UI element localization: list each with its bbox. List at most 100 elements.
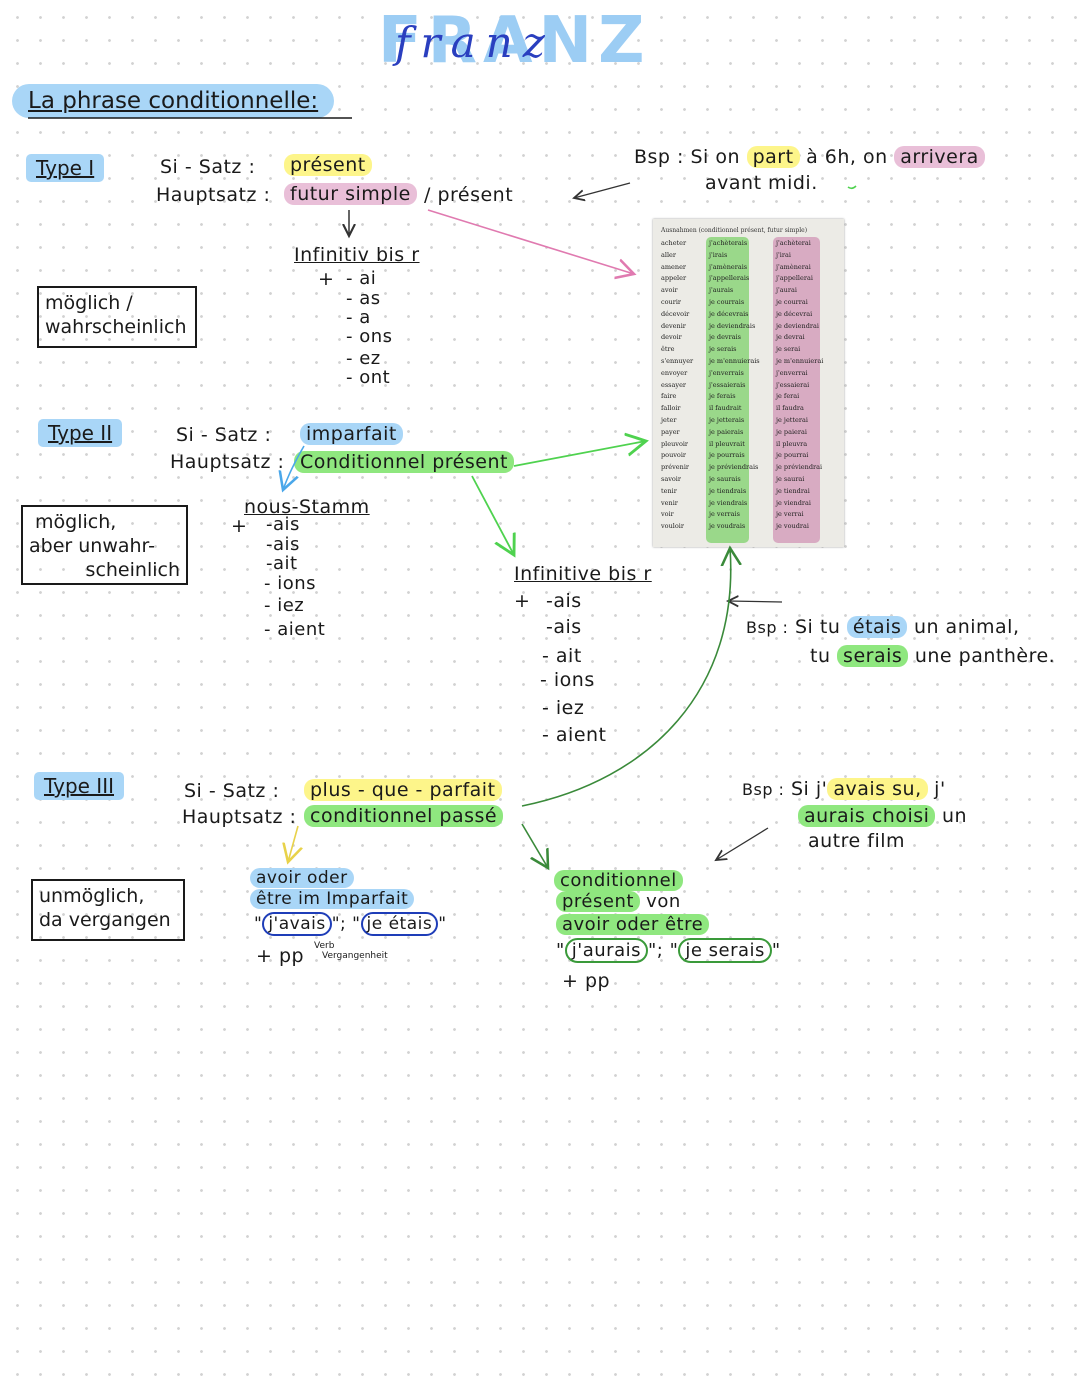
exceptions-table-cell: pleuvoir	[661, 439, 689, 448]
type-1-ending: - a	[346, 307, 371, 328]
exceptions-table-cell: je m'ennuierais	[709, 357, 760, 365]
type-3-box-line: da vergangen	[39, 909, 171, 931]
conditionnel-column-highlight	[706, 237, 749, 543]
exceptions-table-cell: aller	[661, 250, 676, 259]
exceptions-table-cell: je viendrais	[709, 498, 748, 507]
exceptions-table-cell: j'achèterai	[776, 239, 811, 247]
exceptions-table-cell: j'enverrais	[709, 368, 744, 377]
green-arrow-infinitive	[471, 475, 514, 555]
exceptions-table-cell: devenir	[661, 321, 686, 330]
type-2-ending-2: -ais	[546, 590, 582, 612]
type-1-example-line2: avant midi.	[705, 172, 818, 194]
exceptions-table-cell: je deviendrai	[776, 321, 819, 330]
exceptions-table-cell: je ferai	[776, 392, 800, 401]
type-3-left-note2: Vergangenheit	[322, 951, 388, 961]
type-2-ending: - aient	[264, 619, 326, 640]
type-1-ending: - ont	[346, 367, 391, 388]
type-3-left-line1: avoir oder	[250, 868, 354, 888]
exceptions-table-cell: je décevrais	[709, 309, 749, 318]
exceptions-table-cell: j'amènerai	[776, 262, 811, 271]
type-1-box-line: wahrscheinlich	[45, 316, 187, 338]
type-3-example-arrow	[716, 827, 769, 860]
exceptions-table-cell: je ferais	[709, 392, 736, 401]
type-3-right-pp: + pp	[562, 970, 611, 992]
exceptions-table-cell: voir	[661, 510, 674, 519]
exceptions-table-cell: j'irai	[776, 250, 791, 259]
type-2-ending: - ions	[264, 573, 317, 594]
type-2-si-tense: imparfait	[300, 423, 403, 445]
type-2-example-line2: tu serais une panthère.	[810, 645, 1056, 667]
type-1-ending: - ez	[346, 348, 381, 369]
type-2-stem-2: Infinitive bis r	[514, 563, 652, 585]
type-3-example: Bsp : Si j'avais su, j'	[742, 778, 946, 800]
type-3-example-line2: aurais choisi un	[798, 805, 967, 827]
exceptions-table-cell: il pleuvra	[776, 439, 808, 448]
type-2-box-line: aber unwahr-	[29, 535, 156, 557]
exceptions-table-cell: je tiendrais	[709, 486, 747, 495]
exceptions-table-cell: je jetterai	[776, 416, 808, 424]
type-1-si-tense: présent	[284, 154, 372, 176]
type-2-ending: -ais	[266, 514, 300, 535]
exceptions-table-cell: je voudrais	[709, 522, 746, 531]
exceptions-table-cell: je jetterais	[709, 416, 745, 424]
exceptions-table-cell: je décevrai	[776, 309, 813, 318]
type-2-stem: nous-Stamm	[244, 496, 370, 518]
exceptions-table-cell: je préviendrais	[709, 463, 759, 472]
exceptions-table-cell: payer	[661, 427, 680, 436]
exceptions-table-cell: venir	[661, 498, 678, 507]
exceptions-table-cell: je paierai	[776, 427, 807, 436]
green-arrow-table	[513, 441, 646, 467]
exceptions-table-cell: vouloir	[661, 522, 684, 531]
type-1-example-arrow	[574, 182, 631, 198]
exceptions-table-cell: j'achèterais	[709, 239, 748, 247]
exceptions-table-cell: je serais	[709, 345, 737, 354]
type-1-haupt-alt: / présent	[424, 184, 514, 206]
blue-arrow-stem	[283, 445, 305, 490]
type-1-ending: - as	[346, 288, 381, 309]
exceptions-table-cell: il faudra	[776, 404, 804, 413]
type-1-meaning-box: möglich / wahrscheinlich	[37, 286, 197, 348]
type-3-right-line3: avoir oder être	[556, 914, 710, 935]
exceptions-table-cell: j'enverrai	[776, 368, 808, 377]
exceptions-table-cell: je deviendrais	[709, 321, 756, 330]
exceptions-table-cell: pouvoir	[661, 451, 687, 460]
exceptions-table-cell: essayer	[661, 380, 687, 389]
exceptions-table-cell: prévenir	[661, 463, 690, 472]
exceptions-table-cell: il faudrait	[709, 404, 742, 413]
exceptions-table-cell: j'amènerais	[709, 262, 748, 271]
type-1-stem: Infinitiv bis r	[294, 244, 420, 266]
exceptions-table-cell: je courrais	[709, 298, 745, 306]
type-1-box-line: möglich /	[45, 292, 133, 314]
exceptions-table-cell: j'aurais	[709, 286, 734, 295]
type-2-ending: - iez	[264, 595, 305, 616]
type-2-example-arrow	[728, 601, 783, 602]
exceptions-table-cell: courir	[661, 298, 682, 306]
type-3-haupt-label: Hauptsatz :	[182, 806, 297, 828]
exceptions-table-header: Ausnahmen (conditionnel présent, futur s…	[661, 227, 808, 234]
exceptions-table-photo: Ausnahmen (conditionnel présent, futur s…	[653, 219, 844, 547]
dark-green-curve-arrow	[521, 548, 731, 807]
exceptions-table-cell: j'irais	[709, 250, 728, 259]
exceptions-table-cell: je voudrai	[776, 522, 809, 531]
exceptions-table-cell: je pourrais	[709, 451, 745, 460]
futur-column-highlight	[773, 237, 820, 543]
type-3-left-pp: + pp	[256, 945, 305, 967]
type-3-haupt-tense: conditionnel passé	[304, 805, 504, 827]
exceptions-table-cell: jeter	[661, 416, 677, 424]
type-3-right-line2: présent von	[556, 891, 681, 912]
exceptions-table-cell: je tiendrai	[776, 486, 810, 495]
exceptions-table-cell: décevoir	[661, 309, 690, 318]
exceptions-table-cell: je verrai	[776, 510, 804, 519]
type-2-ending-2: - ions	[540, 669, 595, 691]
pink-arrow	[427, 209, 634, 274]
exceptions-table-cell: envoyer	[661, 368, 688, 377]
type-1-si-label: Si - Satz :	[160, 156, 256, 178]
exceptions-table-cell: j'aurai	[776, 286, 797, 295]
exceptions-table-cell: acheter	[661, 239, 687, 247]
exceptions-table-cell: tenir	[661, 486, 677, 495]
type-3-right-examples: "j'aurais"; "je serais"	[556, 938, 781, 963]
green-tick	[847, 185, 857, 190]
type-3-si-label: Si - Satz :	[184, 780, 280, 802]
type-2-ending-2: -ais	[546, 616, 582, 638]
exceptions-table-cell: falloir	[661, 404, 681, 413]
